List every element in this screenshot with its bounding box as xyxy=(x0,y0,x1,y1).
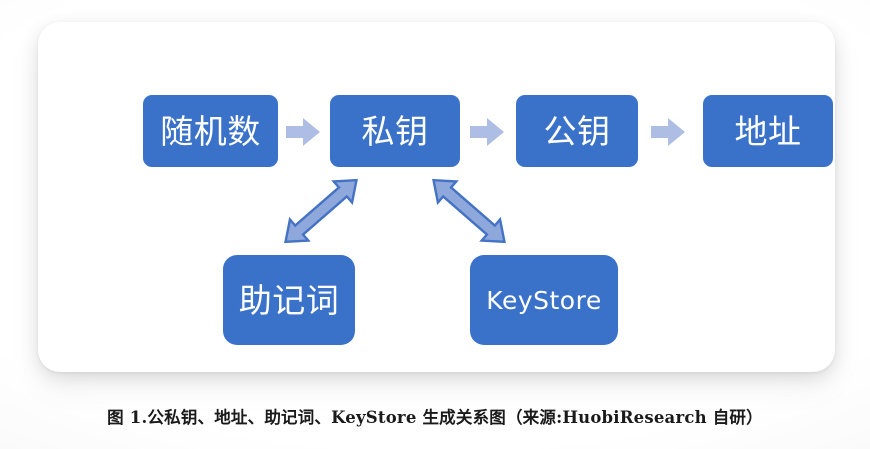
diagram-node-public-key[interactable]: 公钥 xyxy=(516,95,638,167)
double-headed-arrow-icon xyxy=(432,178,506,244)
node-label: KeyStore xyxy=(486,285,602,315)
diagram-card: 随机数 私钥 公钥 地址 助记词 KeyStore xyxy=(38,22,835,372)
diagram-node-private-key[interactable]: 私钥 xyxy=(330,95,460,167)
node-label: 随机数 xyxy=(160,111,261,151)
node-label: 公钥 xyxy=(543,111,611,151)
figure-caption: 图 1.公私钥、地址、助记词、KeyStore 生成关系图（来源:HuobiRe… xyxy=(107,408,763,427)
diagram-node-keystore[interactable]: KeyStore xyxy=(470,255,618,345)
right-arrow-icon xyxy=(651,118,685,146)
right-arrow-icon xyxy=(470,118,504,146)
node-label: 助记词 xyxy=(238,280,340,320)
node-label: 私钥 xyxy=(361,111,429,151)
diagram-node-mnemonic[interactable]: 助记词 xyxy=(223,255,355,345)
node-label: 地址 xyxy=(734,111,802,151)
diagram-node-random-number[interactable]: 随机数 xyxy=(143,95,278,167)
right-arrow-icon xyxy=(286,118,320,146)
diagram-node-address[interactable]: 地址 xyxy=(703,95,833,167)
double-headed-arrow-icon xyxy=(284,178,358,244)
